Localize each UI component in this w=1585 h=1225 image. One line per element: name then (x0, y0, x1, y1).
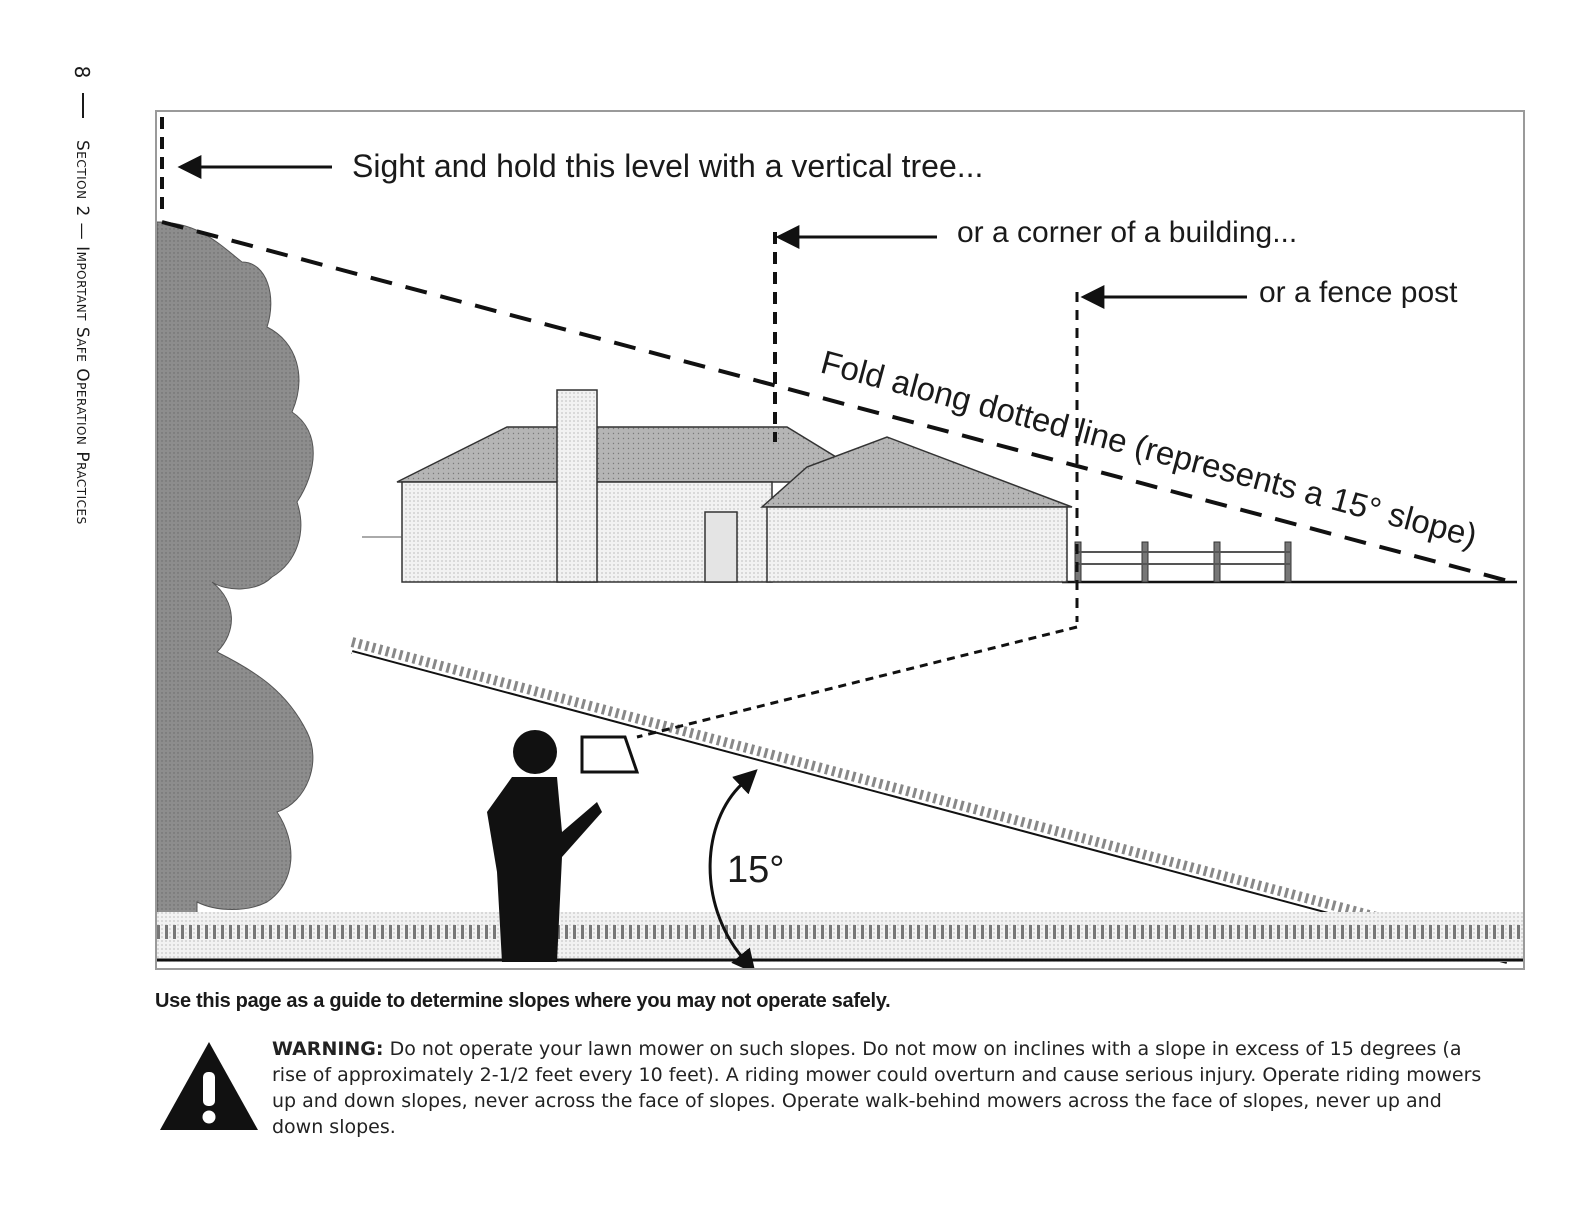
rail-divider (82, 93, 84, 118)
side-rail: 8 Section 2 — Important Safe Operation P… (0, 0, 150, 1225)
slope-ground (157, 637, 1523, 964)
warning-triangle-icon (160, 1042, 258, 1130)
house-illustration (362, 389, 1073, 583)
label-building: or a corner of a building... (957, 216, 1297, 249)
angle-indicator (708, 769, 758, 968)
person-silhouette (487, 730, 640, 962)
warning-label: WARNING: (272, 1038, 384, 1060)
slope-illustration: Sight and hold this level with a vertica… (157, 117, 1523, 968)
warning-block: WARNING: Do not operate your lawn mower … (272, 1036, 1492, 1140)
tree-silhouette (157, 221, 314, 962)
sight-lines (160, 117, 1513, 739)
fence-illustration (1074, 541, 1292, 583)
section-title: Section 2 — Important Safe Operation Pra… (72, 140, 92, 525)
label-arrows (177, 155, 1247, 309)
label-tree: Sight and hold this level with a vertica… (352, 148, 983, 184)
warning-body: Do not operate your lawn mower on such s… (272, 1038, 1482, 1138)
page-number: 8 (70, 65, 94, 79)
angle-label: 15° (727, 849, 784, 891)
label-fence: or a fence post (1259, 276, 1458, 309)
figure-caption: Use this page as a guide to determine sl… (155, 990, 891, 1012)
slope-guide-figure: Sight and hold this level with a vertica… (155, 110, 1525, 970)
